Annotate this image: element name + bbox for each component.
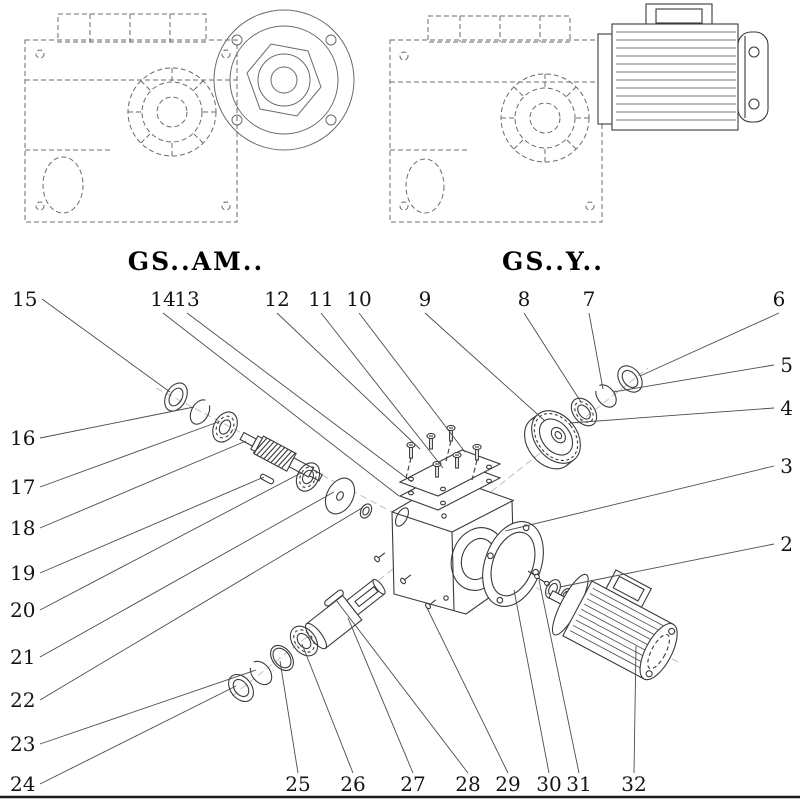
callout-leader-20	[39, 472, 302, 611]
callout-number-20: 20	[10, 598, 35, 622]
callout-leader-25	[279, 660, 299, 774]
callout-number-17: 17	[10, 475, 35, 499]
callout-number-11: 11	[308, 287, 333, 311]
part-worm-bearing	[295, 462, 321, 492]
callout-number-28: 28	[455, 772, 480, 796]
callout-number-6: 6	[773, 287, 786, 311]
callout-leader-8	[523, 312, 582, 403]
part-flange-gasket-ring	[482, 521, 544, 607]
gsam-gearbox-body-dashed	[24, 13, 238, 223]
part-worm-shaft	[239, 431, 323, 482]
callout-leader-16	[39, 406, 195, 439]
callout-number-32: 32	[621, 772, 646, 796]
part-input-seal-ring	[164, 382, 188, 412]
callout-number-8: 8	[518, 287, 531, 311]
gsy-motor	[597, 3, 769, 131]
callout-number-25: 25	[285, 772, 310, 796]
part-housing-screws	[374, 552, 437, 610]
motor-fins-exploded	[569, 587, 668, 671]
callout-leader-21	[39, 491, 335, 658]
callout-leader-22	[39, 507, 363, 701]
callout-number-31: 31	[566, 772, 591, 796]
callout-leader-2	[559, 543, 775, 588]
callout-leader-6	[639, 312, 780, 377]
part-motor	[548, 569, 678, 681]
callout-leader-5	[612, 364, 775, 393]
callout-number-23: 23	[10, 732, 35, 756]
callout-number-7: 7	[583, 287, 596, 311]
callout-leader-29	[426, 607, 509, 774]
callout-leader-15	[41, 298, 171, 393]
callout-number-27: 27	[400, 772, 425, 796]
callout-leader-3	[504, 465, 775, 532]
callout-number-30: 30	[536, 772, 561, 796]
callout-leader-13	[186, 312, 413, 483]
part-output-spacer-ring	[270, 644, 294, 672]
part-gear-seal-ring	[617, 365, 643, 393]
exploded-view	[155, 365, 679, 703]
callout-leader-23	[39, 669, 257, 745]
gs-am-view	[24, 9, 355, 223]
callout-number-29: 29	[495, 772, 520, 796]
callout-number-13: 13	[174, 287, 199, 311]
callout-number-5: 5	[780, 353, 793, 377]
callout-number-3: 3	[780, 454, 793, 478]
callout-leader-27	[347, 617, 414, 774]
callout-number-24: 24	[10, 772, 35, 796]
motor-front-flange	[597, 33, 613, 125]
part-input-bearing	[212, 411, 238, 443]
callout-number-21: 21	[10, 645, 35, 669]
callout-leader-24	[39, 685, 237, 785]
part-output-seal-ring	[228, 673, 254, 703]
gs-y-view	[389, 3, 769, 223]
callout-leader-19	[39, 476, 265, 574]
callout-number-2: 2	[780, 532, 793, 556]
callout-leader-18	[39, 440, 247, 529]
callout-number-22: 22	[10, 688, 35, 712]
part-input-circlip	[189, 399, 211, 425]
gsy-gearbox-body-dashed	[389, 15, 603, 223]
callout-leader-4	[569, 407, 775, 424]
callout-leader-9	[424, 312, 546, 422]
callout-number-19: 19	[10, 561, 35, 585]
callout-leader-31	[538, 579, 580, 774]
part-output-shaft	[304, 578, 386, 650]
callout-leader-30	[513, 589, 550, 774]
callout-leader-17	[39, 421, 219, 488]
callout-number-15: 15	[12, 287, 37, 311]
callout-number-14: 14	[150, 287, 175, 311]
part-small-ring	[359, 503, 373, 519]
part-output-circlip	[249, 660, 273, 686]
callout-number-18: 18	[10, 516, 35, 540]
motor-rear-cap	[639, 623, 678, 681]
flange-hexagon-hub	[246, 43, 322, 117]
callout-number-10: 10	[346, 287, 371, 311]
callout-leader-14	[162, 312, 400, 497]
label-gs-y: GS..Y..	[502, 247, 604, 276]
callout-leader-28	[335, 599, 469, 774]
callout-number-4: 4	[780, 396, 793, 420]
callout-leader-7	[588, 312, 604, 390]
motor-cooling-fins	[616, 31, 736, 121]
callout-leader-12	[276, 312, 421, 450]
callout-number-26: 26	[340, 772, 365, 796]
callout-leader-11	[320, 312, 444, 469]
part-output-bearing	[289, 625, 319, 657]
part-dowel-pin	[259, 473, 275, 485]
callout-leader-26	[301, 643, 354, 774]
callout-number-12: 12	[264, 287, 289, 311]
label-gs-am: GS..AM..	[128, 247, 264, 276]
callout-leader-10	[358, 312, 466, 453]
callout-leader-32	[633, 645, 637, 774]
callout-number-9: 9	[419, 287, 432, 311]
part-thrust-washer	[324, 477, 356, 515]
gsam-output-flange	[213, 9, 355, 151]
callout-number-16: 16	[10, 426, 35, 450]
part-gear-circlip	[595, 384, 617, 408]
